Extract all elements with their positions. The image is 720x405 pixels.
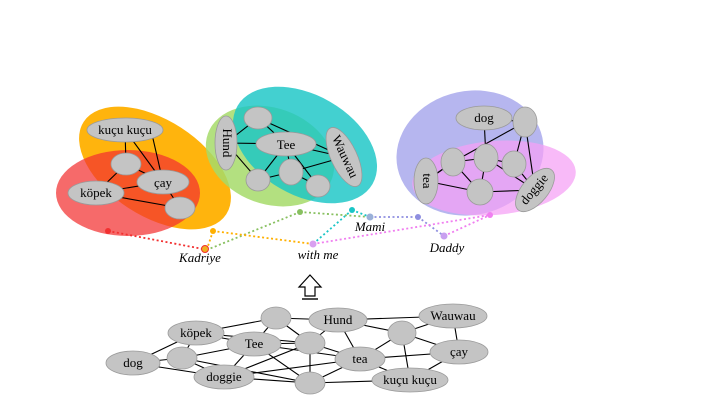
label-dog-top: dog [474,110,494,125]
speaker-with-me: with me [298,247,339,262]
node-unlabeled [473,143,499,173]
label-cay-top: çay [154,175,173,190]
node-unlabeled [260,306,292,330]
node-unlabeled [278,158,304,186]
node-unlabeled [501,150,527,178]
node-unlabeled [294,371,326,395]
node-tee-top: Tee [255,131,317,157]
label-tea-bottom: tea [352,351,367,366]
node-unlabeled [243,106,273,130]
speaker-daddy: Daddy [429,240,465,255]
label-kopek-bottom: köpek [180,325,212,340]
node-kopek-top: köpek [67,180,125,206]
label-tee-bottom: Tee [245,336,264,351]
node-cay-top: çay [136,169,190,195]
bottom-nodes: dog köpek doggie Tee Hund tea Wauwau [105,303,489,395]
label-doggie-bottom: doggie [206,369,242,384]
speaker-labels: Kadriye with me Mami Daddy [178,219,464,265]
english-nodes: dog tea doggie [413,105,555,212]
node-unlabeled [305,174,331,198]
connector-dots [105,207,493,253]
node-hund-top: Hund [214,115,238,171]
speaker-kadriye: Kadriye [178,250,221,265]
node-cay-bottom: çay [429,339,489,365]
node-unlabeled [110,152,142,176]
node-kucu-kucu-bottom: kuçu kuçu [371,367,449,393]
node-unlabeled [245,168,271,192]
speaker-mami: Mami [354,219,386,234]
node-unlabeled [387,320,417,346]
node-dog-top: dog [455,105,513,131]
up-arrow-icon [297,274,323,300]
node-tee-bottom: Tee [226,331,282,357]
node-wauwau-bottom: Wauwau [418,303,488,329]
turkish-nodes: kuçu kuçu çay köpek [67,117,196,220]
label-wauwau-bottom: Wauwau [430,308,476,323]
label-tee-top: Tee [277,137,296,152]
speaker-connectors [107,209,491,250]
german-nodes: Hund Tee Wauwau [214,106,363,198]
node-unlabeled [166,346,198,370]
node-unlabeled [440,147,466,177]
node-tea-top: tea [413,157,439,205]
label-hund-top: Hund [220,129,235,158]
label-tea-top: tea [420,173,435,188]
node-unlabeled [512,106,538,138]
node-unlabeled [294,331,326,355]
node-tea-bottom: tea [334,346,386,372]
node-dog-bottom: dog [105,350,161,376]
label-kucu-kucu-bottom: kuçu kuçu [383,372,437,387]
label-kucu-kucu-top: kuçu kuçu [98,122,152,137]
label-kopek-top: köpek [80,185,112,200]
node-doggie-bottom: doggie [193,364,255,390]
node-unlabeled [164,196,196,220]
label-cay-bottom: çay [450,344,469,359]
node-kucu-kucu-top: kuçu kuçu [86,117,164,143]
label-dog-bottom: dog [123,355,143,370]
node-hund-bottom: Hund [308,307,368,333]
label-hund-bottom: Hund [324,312,353,327]
node-kopek-bottom: köpek [167,320,225,346]
node-unlabeled [466,178,494,206]
